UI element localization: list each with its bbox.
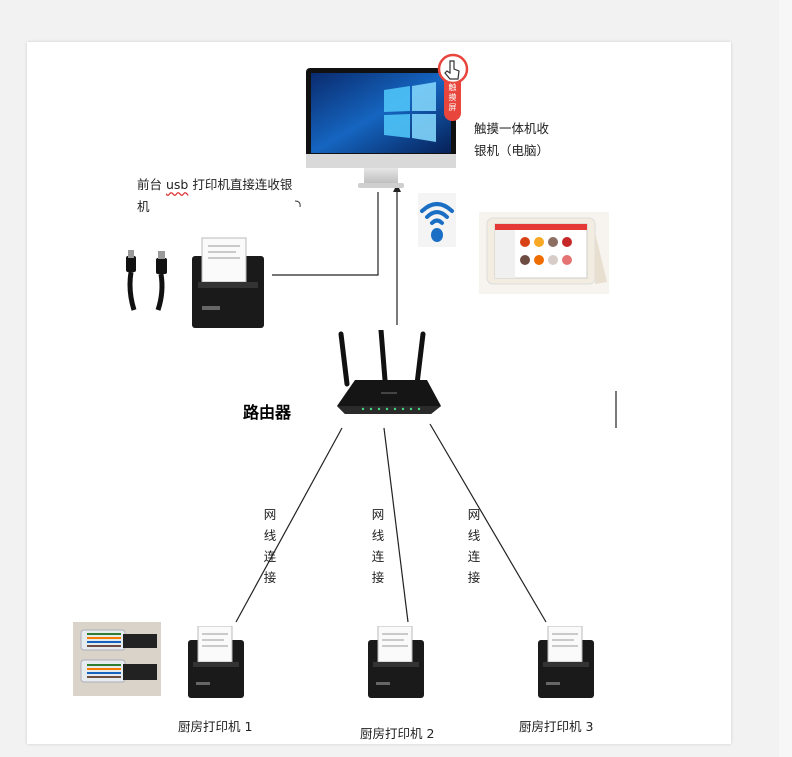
cable-label-3-char: 连: [467, 549, 481, 564]
cable-label-1-char: 线: [263, 528, 277, 543]
router-label: 路由器: [243, 403, 292, 422]
usb-cable-image: [118, 246, 176, 312]
kitchen-printer-2-image: [368, 625, 424, 698]
touch-pc-caption-line2: 银机（电脑）: [474, 143, 550, 158]
cable-label-2-char: 网: [371, 507, 385, 522]
cable-label-2: 网 线 连 接: [370, 504, 386, 588]
kitchen-printer-1-label: 厨房打印机 1: [178, 719, 253, 734]
comment-mark-icon: [294, 193, 302, 208]
cable-label-1: 网 线 连 接: [262, 504, 278, 588]
usb-printer-image: [192, 236, 264, 328]
wifi-icon: [418, 193, 456, 247]
scrollbar-track[interactable]: [779, 0, 792, 757]
router-image: [335, 327, 443, 425]
cable-label-1-char: 连: [263, 549, 277, 564]
usb-printer-caption: 前台 usb 打印机直接连收银 机: [137, 174, 307, 218]
badge-char-3: 屏: [448, 103, 457, 112]
cable-label-2-char: 线: [371, 528, 385, 543]
touch-pc-image: [306, 66, 470, 196]
touch-pc-caption-line1: 触摸一体机收: [474, 121, 550, 136]
tablet-pos-image: [479, 212, 609, 294]
cable-label-3-char: 接: [467, 570, 481, 585]
cable-label-1-char: 网: [263, 507, 277, 522]
cable-label-1-char: 接: [263, 570, 277, 585]
kitchen-printer-3-image: [538, 625, 594, 698]
ethernet-cable-image: [73, 622, 161, 696]
badge-char-1: 触: [448, 83, 457, 92]
usb-caption-suffix: 打印机直接连收银: [188, 177, 293, 192]
kitchen-printer-1-image: [188, 625, 244, 698]
usb-caption-line2: 机: [137, 199, 150, 214]
usb-caption-prefix: 前台: [137, 177, 166, 192]
cable-label-3-char: 网: [467, 507, 481, 522]
cable-label-2-char: 接: [371, 570, 385, 585]
kitchen-printer-3-label: 厨房打印机 3: [519, 719, 594, 734]
kitchen-printer-2-label: 厨房打印机 2: [360, 726, 435, 741]
touch-screen-badge: 触 摸 屏: [437, 53, 469, 123]
cable-label-2-char: 连: [371, 549, 385, 564]
cable-label-3: 网 线 连 接: [466, 504, 482, 588]
touch-pc-caption: 触摸一体机收 银机（电脑）: [474, 118, 584, 162]
badge-char-2: 摸: [448, 93, 457, 102]
usb-caption-usb: usb: [165, 177, 189, 192]
cable-label-3-char: 线: [467, 528, 481, 543]
